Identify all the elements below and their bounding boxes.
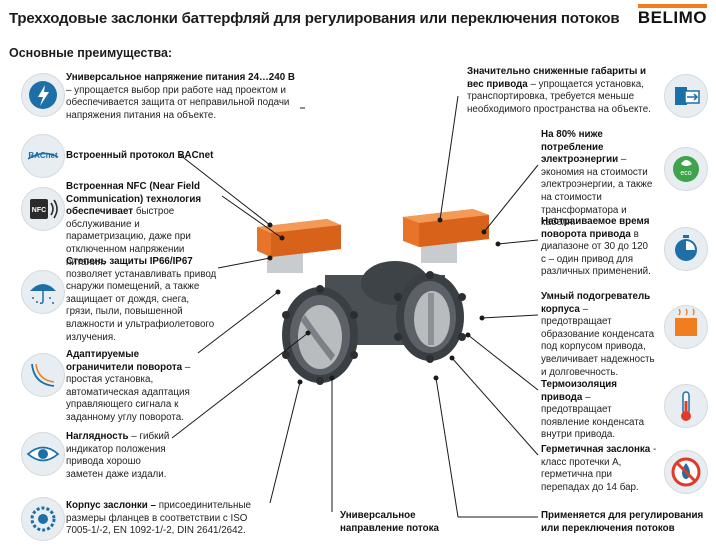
feature-ip66-title: Степень защиты IP66/IP67 — [66, 256, 193, 267]
feature-run-time-title: Настраиваемое время поворота привода — [541, 216, 650, 240]
feature-insulation-text: – предотвращает появление конденсата вну… — [541, 391, 645, 441]
eco-badge: eco — [680, 170, 691, 177]
lightning-icon — [21, 73, 65, 117]
feature-visibility-title: Наглядность — [66, 431, 129, 442]
feature-tight-valve: Герметичная заслонка - класс протечки А,… — [541, 444, 659, 494]
feature-heater-text: – предотвращает образование конденсата п… — [541, 303, 655, 378]
feature-insulation: Термоизоляция привода – предотвращает по… — [541, 379, 655, 442]
feature-run-time: Настраиваемое время поворота привода в д… — [541, 216, 655, 279]
eco-icon: eco — [664, 147, 708, 191]
belimo-logo: BELIMO — [637, 4, 707, 28]
compact-size-icon — [664, 74, 708, 118]
feature-energy-text: – экономия на стоимости электроэнергии, … — [541, 154, 653, 229]
logo-accent-bar — [637, 4, 707, 8]
feature-energy-title: На 80% ниже потребление электроэнергии — [541, 129, 619, 166]
feature-voltage-text: – упрощается выбор при работе над проект… — [66, 84, 290, 121]
position-eye-icon — [21, 432, 65, 476]
feature-energy: На 80% ниже потребление электроэнергии –… — [541, 129, 653, 230]
feature-voltage: Универсальное напряжение питания 24…240 … — [66, 72, 302, 122]
nfc-icon: NFC — [21, 187, 65, 231]
feature-insulation-title: Термоизоляция привода — [541, 379, 617, 403]
feature-tight-valve-title: Герметичная заслонка — [541, 444, 651, 455]
rotation-limit-icon — [21, 353, 65, 397]
feature-nfc: Встроенная NFC (Near Field Communication… — [66, 181, 219, 269]
logo-text: BELIMO — [637, 8, 707, 27]
feature-rotation-limits: Адаптируемые ограничители поворота – про… — [66, 349, 196, 425]
right-actuator-bracket — [421, 243, 457, 263]
feature-tight-valve-text: - класс протечки А, герметична при переп… — [541, 444, 657, 493]
feature-valve-body: Корпус заслонки – присоединительные разм… — [66, 500, 270, 538]
feature-compact-title: Значительно сниженные габариты и вес при… — [467, 66, 647, 90]
nfc-badge: NFC — [32, 207, 46, 214]
feature-visibility: Наглядность – гибкий индикатор положения… — [66, 431, 170, 481]
heater-icon — [664, 305, 708, 349]
feature-compact-text: – упрощается установка, транспортировка,… — [467, 78, 651, 115]
butterfly-valve-illustration — [257, 209, 489, 385]
feature-run-time-text: в диапазоне от 30 до 120 с – один привод… — [541, 228, 651, 278]
feature-application: Применяется для регулирования или перекл… — [541, 510, 706, 535]
advantages-heading: Основные преимущества: — [9, 46, 173, 60]
left-actuator-bracket — [267, 253, 303, 273]
flow-direction-label: Универсальное направление потока — [340, 510, 439, 534]
page-title: Трехходовые заслонки баттерфляй для регу… — [9, 10, 620, 27]
flange-bolts — [282, 271, 466, 385]
feature-valve-body-title: Корпус заслонки – — [66, 500, 156, 511]
valve-body-icon — [21, 497, 65, 541]
bacnet-badge: BACnet — [28, 151, 58, 160]
feature-ip66: Степень защиты IP66/IP67 позволяет устан… — [66, 256, 218, 344]
feature-compact: Значительно сниженные габариты и вес при… — [467, 66, 651, 116]
feature-heater-title: Умный подогреватель корпуса — [541, 291, 651, 315]
feature-visibility-text: – гибкий индикатор положения привода хор… — [66, 431, 170, 480]
feature-rotation-limits-title: Адаптируемые ограничители поворота — [66, 349, 183, 373]
feature-voltage-title: Универсальное напряжение питания 24…240 … — [66, 72, 295, 83]
feature-nfc-text: быстрое обслуживание и параметризацию, д… — [66, 206, 191, 268]
feature-bacnet-title: Встроенный протокол BACnet — [66, 150, 214, 161]
feature-ip66-text: позволяет устанавливать привод снаружи п… — [66, 268, 217, 343]
timer-icon — [664, 227, 708, 271]
weather-protection-icon — [21, 270, 65, 314]
no-leak-icon — [664, 450, 708, 494]
feature-valve-body-text: присоединительные размеры фланцев в соот… — [66, 500, 251, 537]
feature-bacnet: Встроенный протокол BACnet — [66, 150, 266, 163]
thermometer-icon — [664, 384, 708, 428]
bacnet-icon: BACnet — [21, 134, 65, 178]
feature-heater: Умный подогреватель корпуса – предотвращ… — [541, 291, 655, 379]
feature-application-title: Применяется для регулирования или перекл… — [541, 510, 704, 534]
feature-nfc-title: Встроенная NFC (Near Field Communication… — [66, 181, 202, 218]
